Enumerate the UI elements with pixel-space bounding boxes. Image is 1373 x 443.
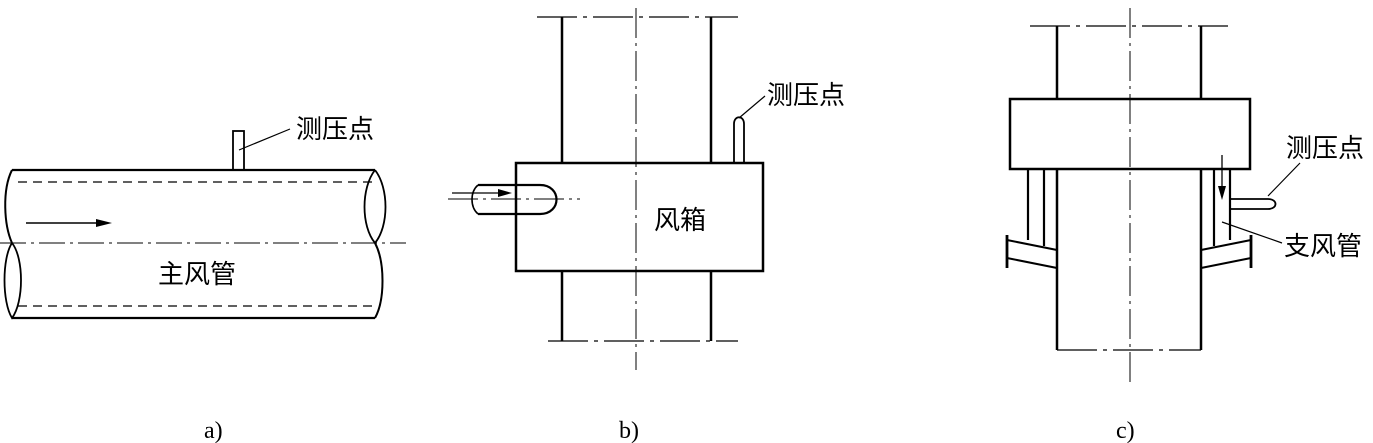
figure-a: 测压点 主风管 a) bbox=[0, 115, 406, 443]
windbox-leader-line bbox=[738, 95, 766, 119]
main-duct-right-break-lower bbox=[374, 242, 384, 319]
branch-duct-leader-line bbox=[1221, 221, 1283, 244]
branch-pressure-tap bbox=[1230, 198, 1277, 210]
main-duct-label: 主风管 bbox=[158, 260, 236, 290]
main-duct-left-break-upper bbox=[4, 169, 13, 244]
windbox-pressure-tap bbox=[733, 116, 745, 163]
windbox-pressure-point-label: 测压点 bbox=[767, 81, 845, 111]
left-branch-elbow-bottom bbox=[1006, 257, 1058, 269]
right-branch-elbow-top bbox=[1200, 239, 1252, 251]
figure-a-caption: a) bbox=[204, 418, 223, 443]
branch-duct-label: 支风管 bbox=[1284, 232, 1362, 262]
figure-b: 测压点 风箱 b) bbox=[448, 8, 845, 443]
right-branch-elbow-bottom bbox=[1200, 257, 1252, 269]
windbox-inlet-arrow-head bbox=[498, 189, 512, 197]
branch-pressure-point-label: 测压点 bbox=[1286, 134, 1364, 164]
main-duct-pressure-tap bbox=[232, 130, 245, 171]
main-duct-right-break-upper bbox=[363, 169, 387, 245]
left-branch-elbow-top bbox=[1006, 239, 1058, 251]
main-duct-pressure-point-label: 测压点 bbox=[296, 115, 374, 145]
figure-c-caption: c) bbox=[1116, 418, 1135, 443]
flow-arrow-head bbox=[96, 219, 112, 227]
main-duct-leader-line bbox=[238, 128, 291, 151]
branch-pressure-leader-line bbox=[1267, 162, 1301, 197]
branch-flow-arrow-head bbox=[1218, 186, 1226, 200]
figure-b-caption: b) bbox=[619, 418, 639, 443]
windbox-label: 风箱 bbox=[654, 206, 706, 236]
main-duct-left-break-lower bbox=[3, 242, 22, 320]
windbox-body bbox=[514, 161, 765, 273]
figure-c: 测压点 支风管 c) bbox=[1005, 8, 1364, 443]
